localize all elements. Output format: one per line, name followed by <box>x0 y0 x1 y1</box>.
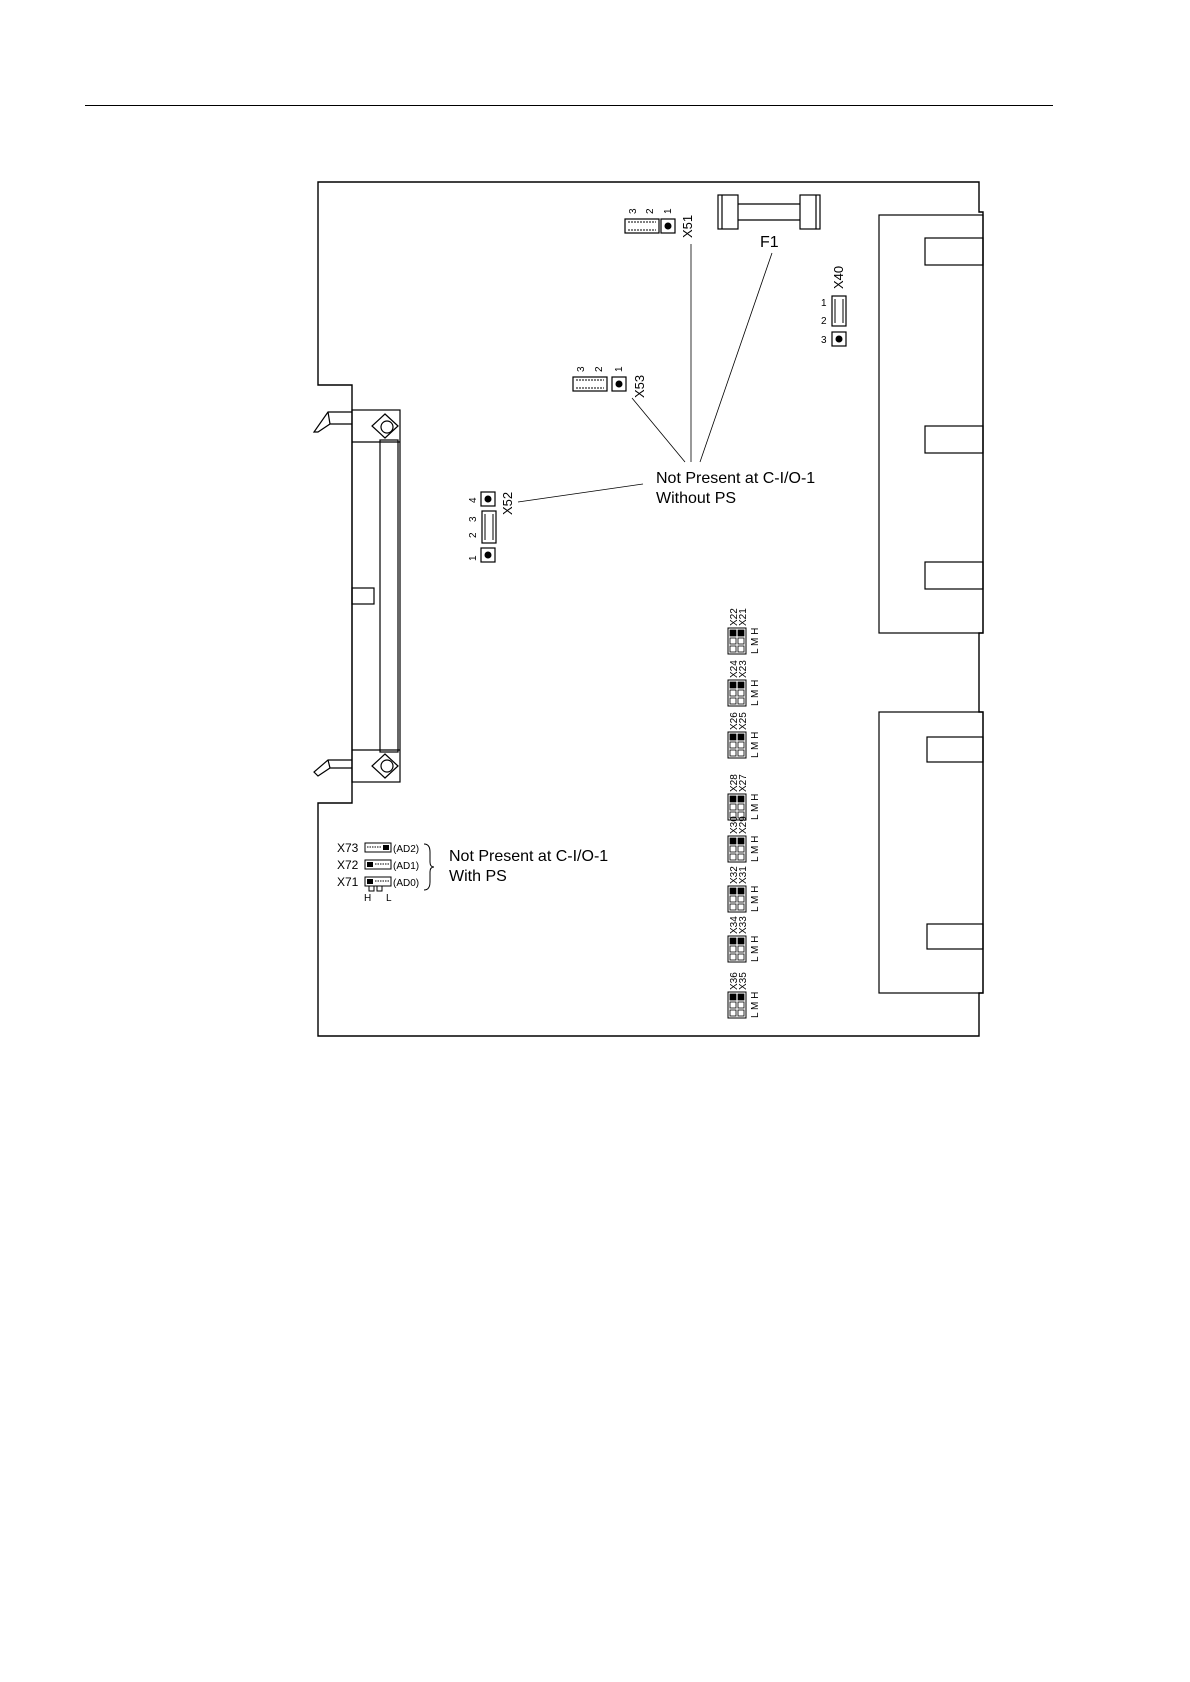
brace <box>424 844 434 890</box>
adr-jumper-name: X73 <box>337 841 359 855</box>
fuse-f1 <box>718 195 820 229</box>
x51-label: X51 <box>680 215 695 238</box>
callout-without-ps-line1: Not Present at C-I/O-1 <box>656 470 815 487</box>
x52-label: X52 <box>500 492 515 515</box>
front-connector-lower <box>879 712 983 993</box>
jumper-label: X29 <box>738 816 749 834</box>
connector-x53 <box>573 377 626 391</box>
jumper-label: X31 <box>738 866 749 884</box>
front-connector-upper <box>879 215 983 633</box>
jumper-label: X25 <box>738 712 749 730</box>
callout-with-ps-line1: Not Present at C-I/O-1 <box>449 848 608 865</box>
jumper-lmh-label: L M H <box>750 794 761 820</box>
x51-pin-1: 1 <box>663 208 674 214</box>
x53-pin-1: 1 <box>614 366 625 372</box>
adr-l-label: L <box>386 893 392 904</box>
jumper-label: X35 <box>738 972 749 990</box>
x52-pin-4: 4 <box>468 497 479 503</box>
callout-with-ps-line2: With PS <box>449 868 507 885</box>
callout-without-ps-line2: Without PS <box>656 490 736 507</box>
adr-jumper-addr: (AD1) <box>393 861 419 872</box>
x51-pin-2: 2 <box>645 208 656 214</box>
connector-x52 <box>481 492 496 562</box>
x51-pin-3: 3 <box>628 208 639 214</box>
address-jumpers: X73 (AD2) X72 (AD1) X71 (AD0) H L <box>337 841 434 904</box>
connector-x51 <box>625 219 675 233</box>
x53-pin-3: 3 <box>576 366 587 372</box>
x40-pin-2: 2 <box>821 316 827 327</box>
x53-label: X53 <box>632 375 647 398</box>
jumper-lmh-label: L M H <box>750 992 761 1018</box>
jumper-label: X27 <box>738 774 749 792</box>
jumper-lmh-label: L M H <box>750 680 761 706</box>
x40-pin-1: 1 <box>821 298 827 309</box>
adr-jumper-addr: (AD2) <box>393 844 419 855</box>
adr-jumper-addr: (AD0) <box>393 878 419 889</box>
backplane-connector <box>314 410 400 782</box>
callout-leader-lines <box>518 244 772 502</box>
board-outline <box>318 182 983 1036</box>
connector-x40 <box>832 296 846 346</box>
x40-pin-3: 3 <box>821 335 827 346</box>
x53-pin-2: 2 <box>594 366 605 372</box>
adr-h-label: H <box>364 893 371 904</box>
jumper-label: X23 <box>738 660 749 678</box>
fuse-label: F1 <box>760 234 779 251</box>
adr-jumper-name: X72 <box>337 858 359 872</box>
x52-pin-3: 3 <box>468 516 479 522</box>
jumper-lmh-label: L M H <box>750 836 761 862</box>
x40-label: X40 <box>831 266 846 289</box>
x52-pin-1: 1 <box>468 555 479 561</box>
jumper-label: X21 <box>738 608 749 626</box>
jumper-lmh-label: L M H <box>750 886 761 912</box>
jumper-lmh-label: L M H <box>750 628 761 654</box>
x52-pin-2: 2 <box>468 532 479 538</box>
jumper-lmh-label: L M H <box>750 732 761 758</box>
jumper-lmh-label: L M H <box>750 936 761 962</box>
jumper-label: X33 <box>738 916 749 934</box>
adr-jumper-name: X71 <box>337 875 359 889</box>
